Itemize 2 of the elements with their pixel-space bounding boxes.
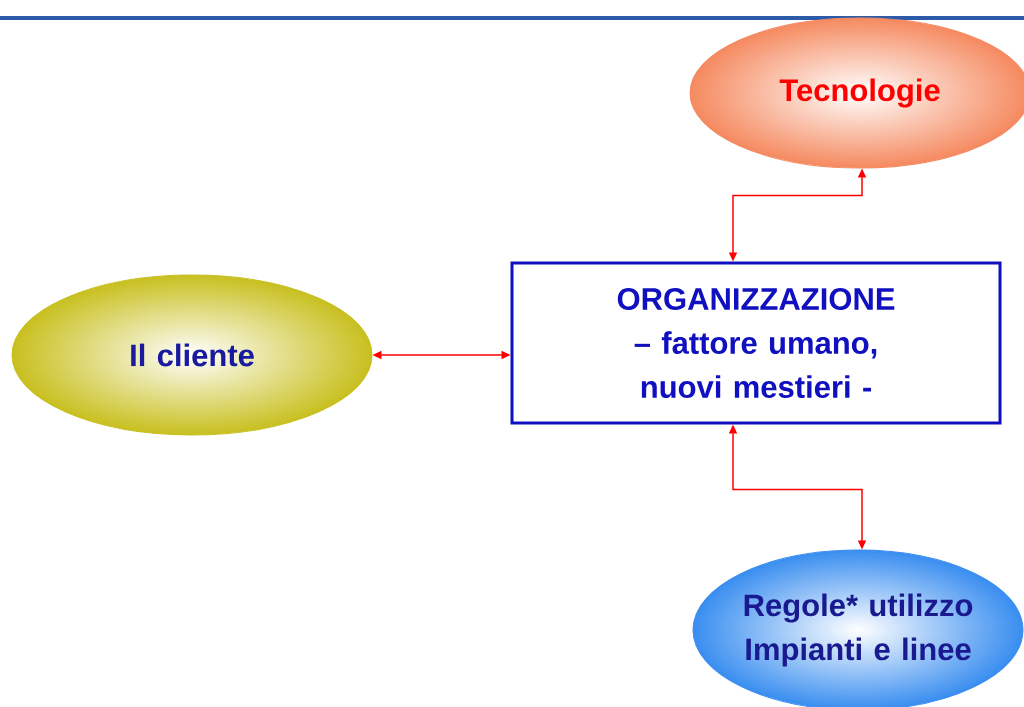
process-box: ORGANIZZAZIONE – fattore umano, nuovi mestieri - (510, 261, 1002, 425)
ellipse-node: Il cliente (11, 274, 373, 436)
